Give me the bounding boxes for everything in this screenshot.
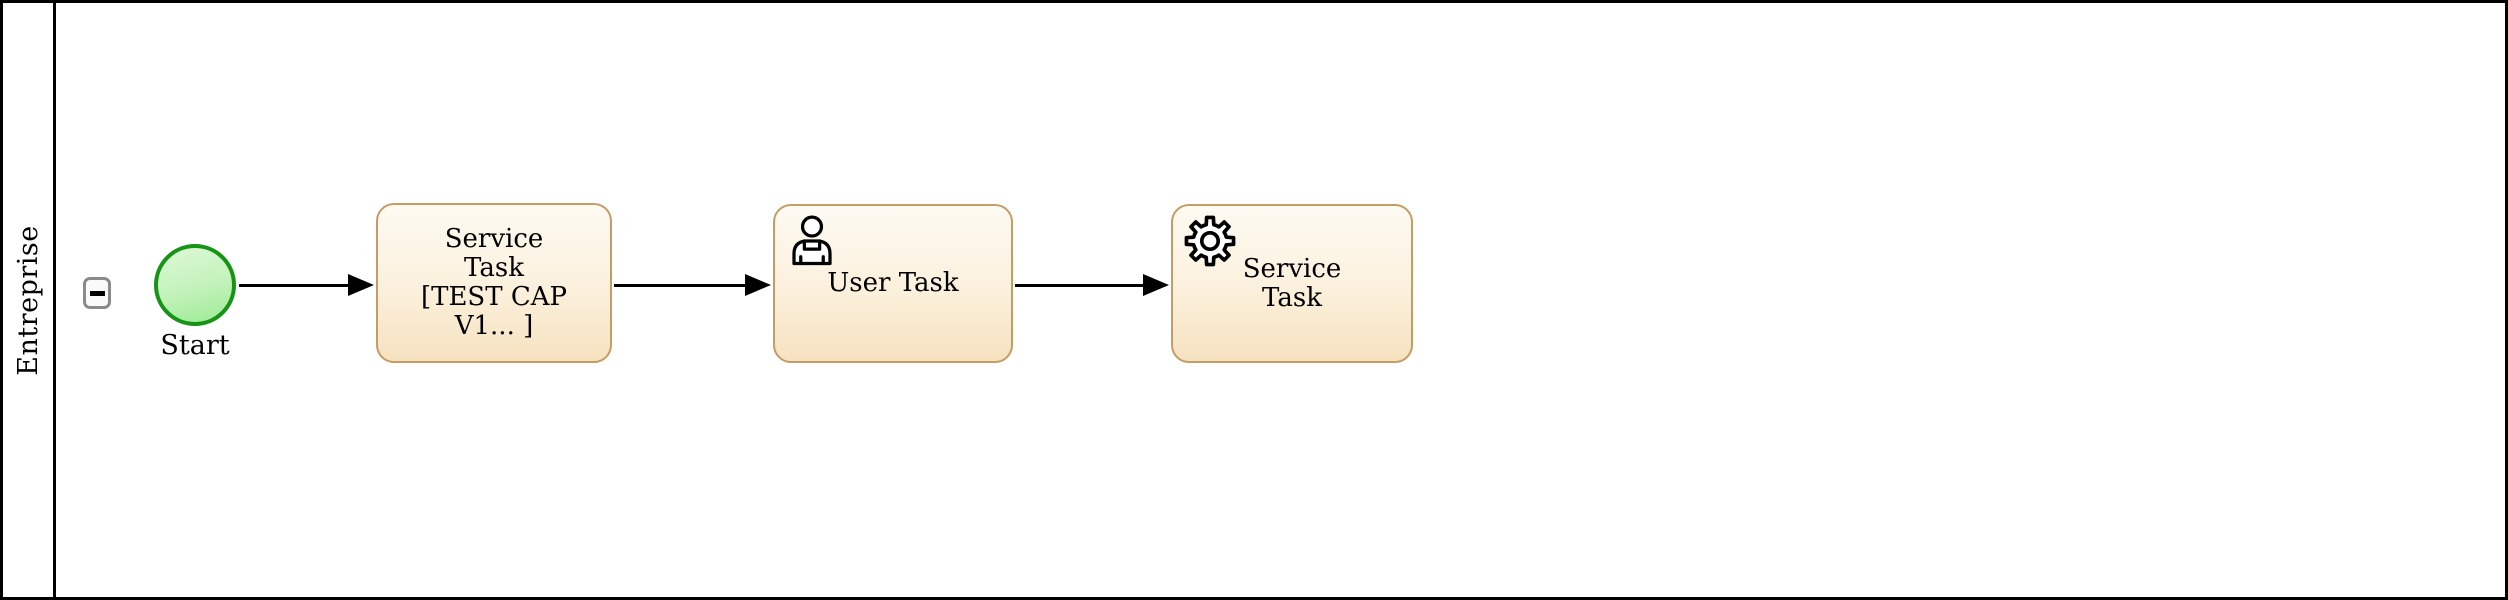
pool-label-strip[interactable]: Entreprise [3, 3, 56, 597]
task-label: Service Task [1242, 253, 1342, 313]
gear-icon [1184, 215, 1236, 267]
sequence-flow-task1-to-task2[interactable] [614, 273, 771, 297]
arrowhead-icon [745, 274, 771, 296]
pool-label: Entreprise [12, 224, 44, 376]
collapse-button[interactable] [83, 277, 111, 309]
flow-line [239, 283, 352, 287]
service-task-2[interactable]: Service Task [1171, 204, 1413, 363]
user-icon [792, 215, 832, 266]
flow-line [1015, 283, 1147, 287]
task-label: Service Task [TEST CAP V1... ] [420, 224, 568, 341]
flow-line [614, 283, 749, 287]
arrowhead-icon [348, 274, 374, 296]
task-label: User Task [827, 268, 959, 298]
user-task[interactable]: User Task [773, 204, 1013, 363]
start-event-label: Start [160, 330, 230, 361]
start-event[interactable] [154, 244, 236, 326]
sequence-flow-start-to-task1[interactable] [239, 273, 374, 297]
sequence-flow-task2-to-task3[interactable] [1015, 273, 1169, 297]
arrowhead-icon [1143, 274, 1169, 296]
minus-icon [89, 290, 105, 296]
service-task-1[interactable]: Service Task [TEST CAP V1... ] [376, 203, 612, 363]
